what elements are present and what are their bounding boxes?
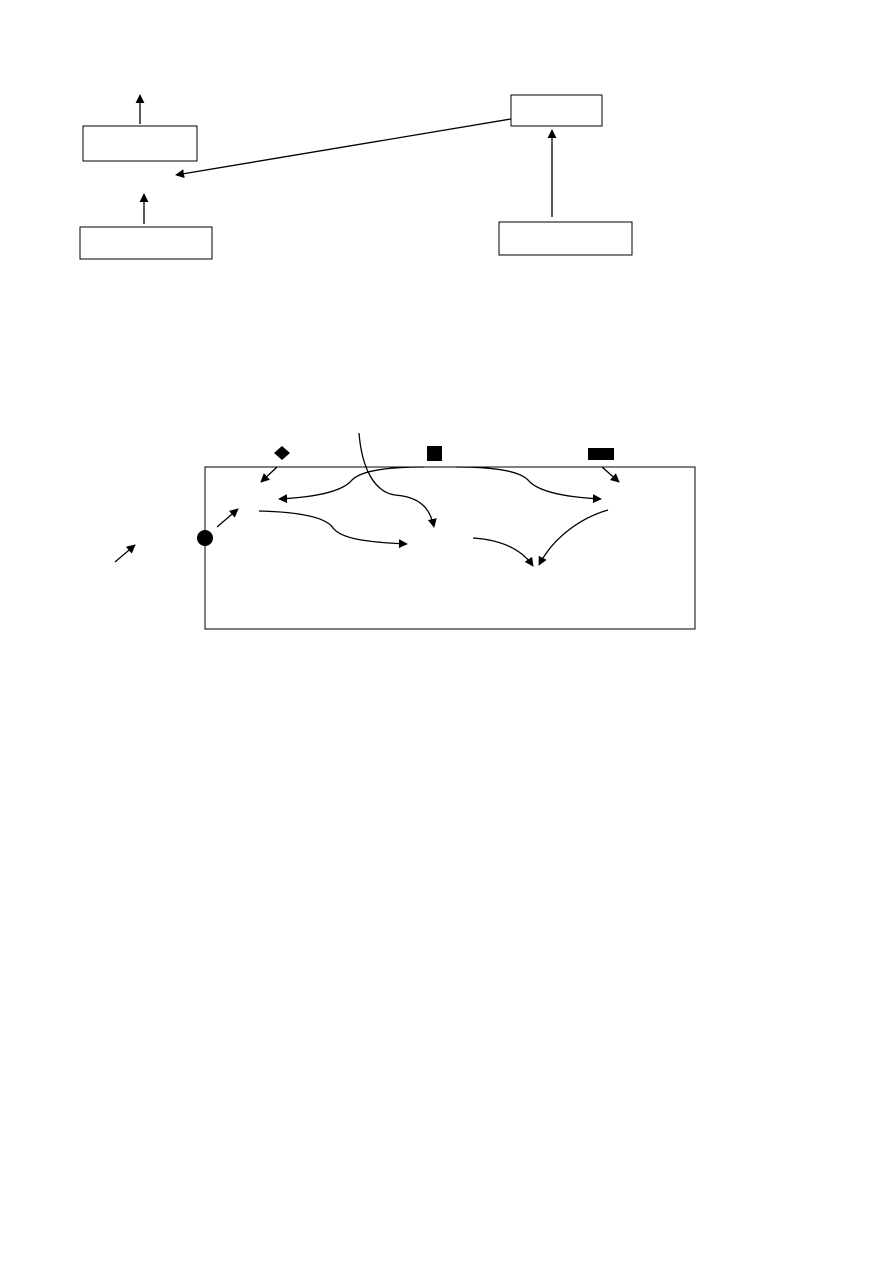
- square-marker: [427, 446, 442, 461]
- rectangle-marker: [588, 448, 614, 460]
- curve-split-left: [278, 466, 425, 504]
- arrow-circle-inward: [216, 508, 239, 528]
- process-container-box: [204, 466, 696, 630]
- box-bottom-left: [79, 226, 213, 260]
- box-bottom-right: [498, 221, 633, 256]
- arrow-rectangle-inward: [601, 466, 620, 483]
- curve-split-right: [455, 466, 602, 504]
- box-top-left: [82, 125, 198, 162]
- box-top-right: [510, 94, 603, 127]
- circle-marker: [197, 530, 213, 546]
- curve-left-to-middle: [258, 510, 408, 549]
- curve-from-above: [358, 432, 437, 528]
- arrow-top-right-to-left: [175, 118, 512, 179]
- arrow-outside-left: [114, 544, 136, 563]
- curve-middle-to-target: [472, 537, 534, 567]
- curve-right-to-target: [538, 509, 609, 566]
- diamond-marker: [274, 446, 290, 460]
- arrow-diamond-inward: [260, 466, 278, 483]
